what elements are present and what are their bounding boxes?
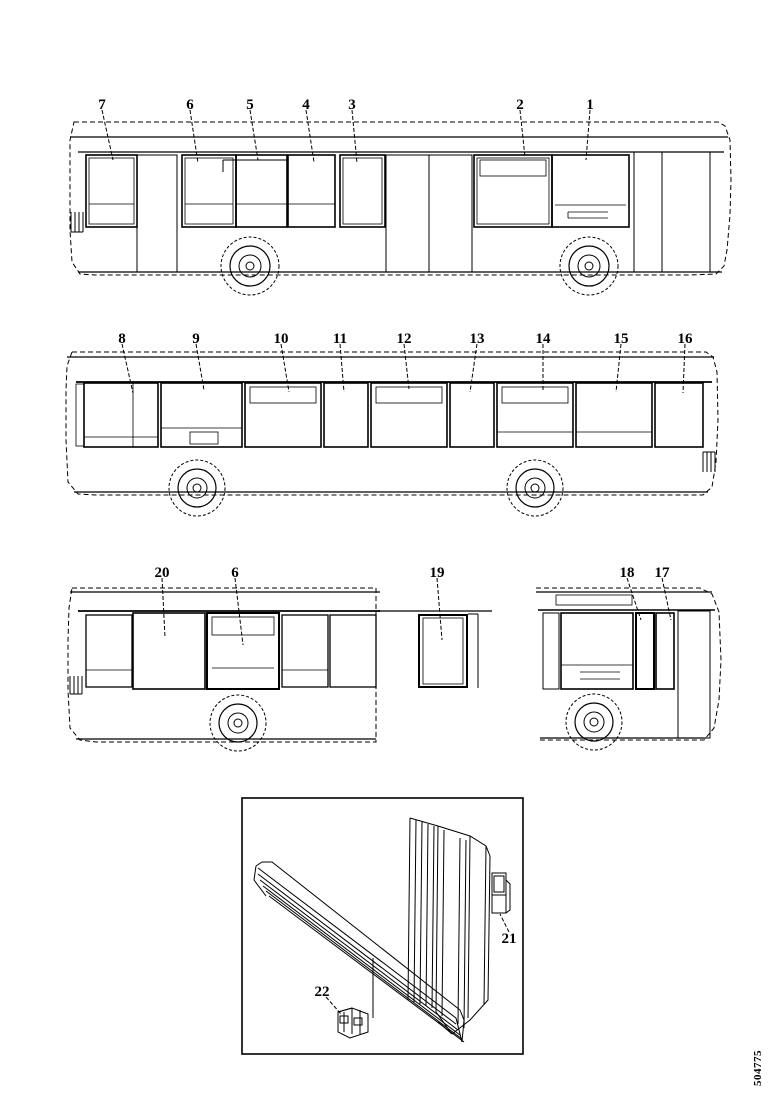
window-aux-2 bbox=[329, 614, 377, 688]
wheel bbox=[209, 694, 267, 752]
callout-13: 13 bbox=[470, 331, 485, 347]
window-4 bbox=[287, 154, 336, 228]
callout-18: 18 bbox=[620, 565, 635, 581]
callout-numbers: 7 6 5 4 3 2 1 8 9 10 11 12 13 14 15 16 2… bbox=[98, 97, 693, 1000]
window-rail-section bbox=[253, 861, 465, 1043]
window-3 bbox=[339, 154, 386, 228]
detail-frame bbox=[241, 797, 524, 1055]
window-12 bbox=[370, 382, 448, 448]
front-door bbox=[136, 154, 178, 273]
wheel bbox=[565, 693, 623, 751]
callout-6: 6 bbox=[186, 97, 194, 113]
drawing-number: 504775 bbox=[752, 1050, 764, 1086]
callout-14: 14 bbox=[536, 331, 552, 347]
callout-8: 8 bbox=[118, 331, 126, 347]
callout-15: 15 bbox=[614, 331, 629, 347]
window-19 bbox=[418, 614, 468, 688]
callout-20: 20 bbox=[155, 565, 170, 581]
window-15 bbox=[575, 382, 653, 448]
rear-wheel bbox=[559, 236, 619, 296]
front-vent-louvres bbox=[69, 676, 83, 695]
roof-destination-panel bbox=[555, 594, 633, 606]
view-right-side-elevation bbox=[69, 121, 732, 296]
body-outline bbox=[536, 587, 722, 741]
window-side-strip bbox=[542, 612, 560, 690]
window-9 bbox=[160, 382, 243, 448]
fastener-part-22 bbox=[337, 958, 374, 1039]
view-2-leaders bbox=[121, 343, 686, 394]
window-7-inner bbox=[88, 157, 135, 225]
window-6-inner bbox=[184, 157, 234, 225]
window-9-vent bbox=[189, 431, 219, 445]
leader-21 bbox=[499, 913, 510, 933]
detail-inset bbox=[241, 797, 524, 1055]
front-vent-louvres bbox=[70, 212, 84, 233]
callout-6-repeat: 6 bbox=[231, 565, 239, 581]
callout-2: 2 bbox=[516, 97, 524, 113]
clip-part-21 bbox=[491, 872, 511, 914]
callout-16: 16 bbox=[678, 331, 694, 347]
view-rear-side-elevation bbox=[536, 587, 722, 751]
rear-vent-louvres bbox=[702, 451, 716, 472]
body-outline bbox=[65, 351, 719, 496]
view-1-leaders bbox=[101, 109, 591, 164]
window-20-left-pane bbox=[85, 614, 133, 688]
window-6-repeat bbox=[206, 612, 280, 690]
window-16 bbox=[654, 382, 704, 448]
callout-3: 3 bbox=[348, 97, 356, 113]
window-14-hopper bbox=[501, 386, 569, 404]
window-10-hopper bbox=[249, 386, 317, 404]
window-18 bbox=[635, 612, 655, 690]
leader-22 bbox=[325, 996, 342, 1015]
window-aux-1 bbox=[281, 614, 329, 688]
window-19-inner bbox=[422, 617, 464, 685]
callout-12: 12 bbox=[397, 331, 412, 347]
window-3-inner bbox=[342, 157, 383, 225]
callout-10: 10 bbox=[274, 331, 289, 347]
front-wheel bbox=[220, 236, 280, 296]
window-20 bbox=[132, 612, 206, 690]
callout-9: 9 bbox=[192, 331, 200, 347]
window-frame-panel bbox=[407, 817, 491, 1035]
view-4-leaders bbox=[626, 577, 672, 621]
callout-19: 19 bbox=[430, 565, 445, 581]
callout-11: 11 bbox=[333, 331, 347, 347]
callout-4: 4 bbox=[302, 97, 310, 113]
window-17 bbox=[655, 612, 675, 690]
window-large bbox=[560, 612, 634, 690]
body-outline bbox=[69, 121, 732, 276]
callout-1: 1 bbox=[586, 97, 594, 113]
window-10 bbox=[244, 382, 322, 448]
window-13 bbox=[449, 382, 495, 448]
view-left-side-elevation bbox=[65, 351, 719, 517]
rear-panel bbox=[677, 610, 711, 739]
callout-22: 22 bbox=[315, 984, 330, 1000]
window-6-hopper bbox=[211, 616, 275, 636]
window-2-hopper bbox=[479, 159, 547, 177]
centre-door-leaf-2 bbox=[428, 154, 473, 273]
front-pillar-glass bbox=[75, 383, 85, 447]
callout-21: 21 bbox=[502, 931, 517, 947]
window-2-inner bbox=[476, 157, 550, 225]
callout-17: 17 bbox=[655, 565, 671, 581]
window-5 bbox=[235, 154, 288, 228]
window-11 bbox=[323, 382, 369, 448]
rear-panel-2 bbox=[661, 151, 711, 273]
window-14 bbox=[496, 382, 574, 448]
callout-5: 5 bbox=[246, 97, 254, 113]
front-wheel bbox=[168, 459, 226, 517]
callout-7: 7 bbox=[98, 97, 106, 113]
window-1 bbox=[551, 154, 630, 228]
rear-wheel bbox=[506, 459, 564, 517]
view-partial-side-elevation bbox=[67, 587, 492, 752]
view-3-leaders bbox=[161, 577, 443, 646]
